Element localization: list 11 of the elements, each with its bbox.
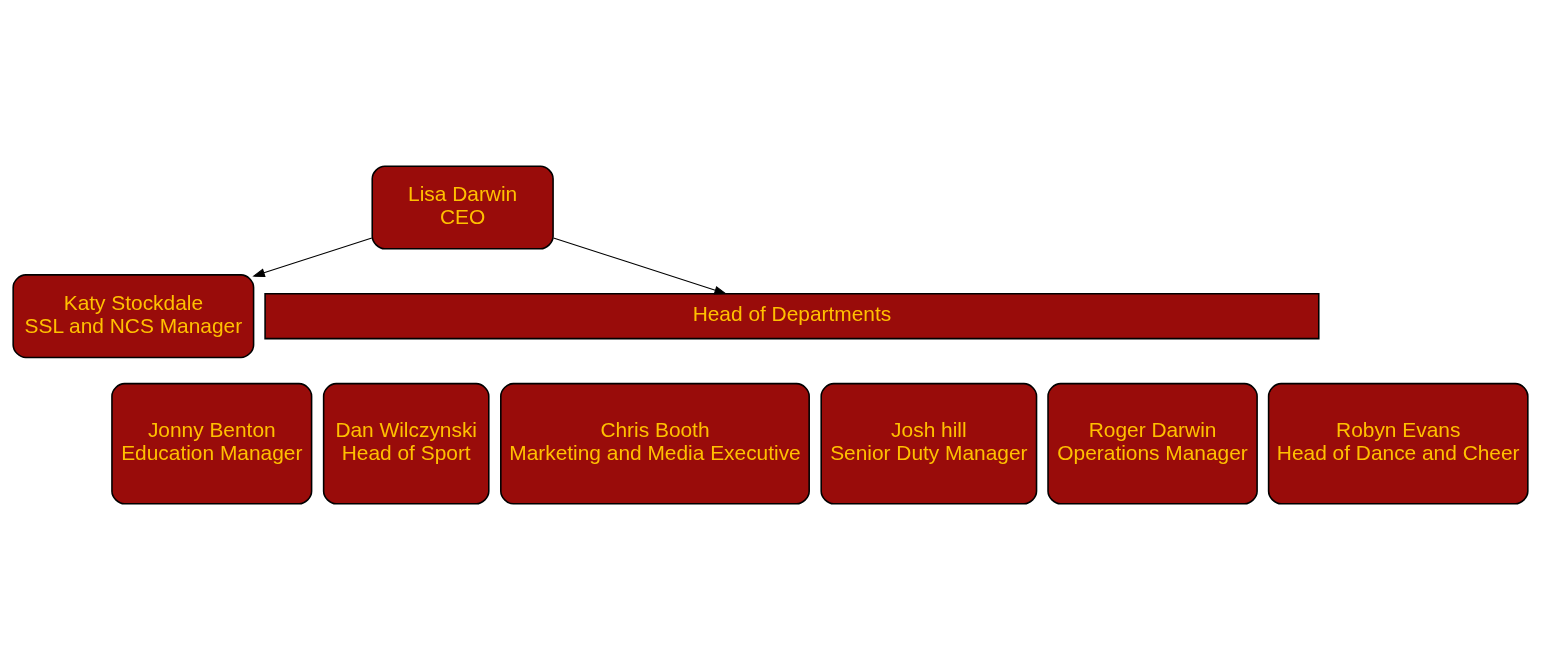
arrow xyxy=(552,237,727,295)
node-box: Jonny Benton Education Manager xyxy=(111,382,313,505)
node-box: Head of Departments xyxy=(264,292,1320,340)
node-box: Roger Darwin Operations Manager xyxy=(1047,382,1258,505)
node-box: Chris Booth Marketing and Media Executive xyxy=(500,382,810,505)
node-box: Lisa Darwin CEO xyxy=(371,165,554,250)
node-box: Josh hill Senior Duty Manager xyxy=(820,382,1038,505)
node-box: Katy Stockdale SSL and NCS Manager xyxy=(12,274,255,359)
arrow xyxy=(252,237,373,277)
node-box: Dan Wilczynski Head of Sport xyxy=(322,382,490,505)
node-box: Robyn Evans Head of Dance and Cheer xyxy=(1267,382,1529,505)
